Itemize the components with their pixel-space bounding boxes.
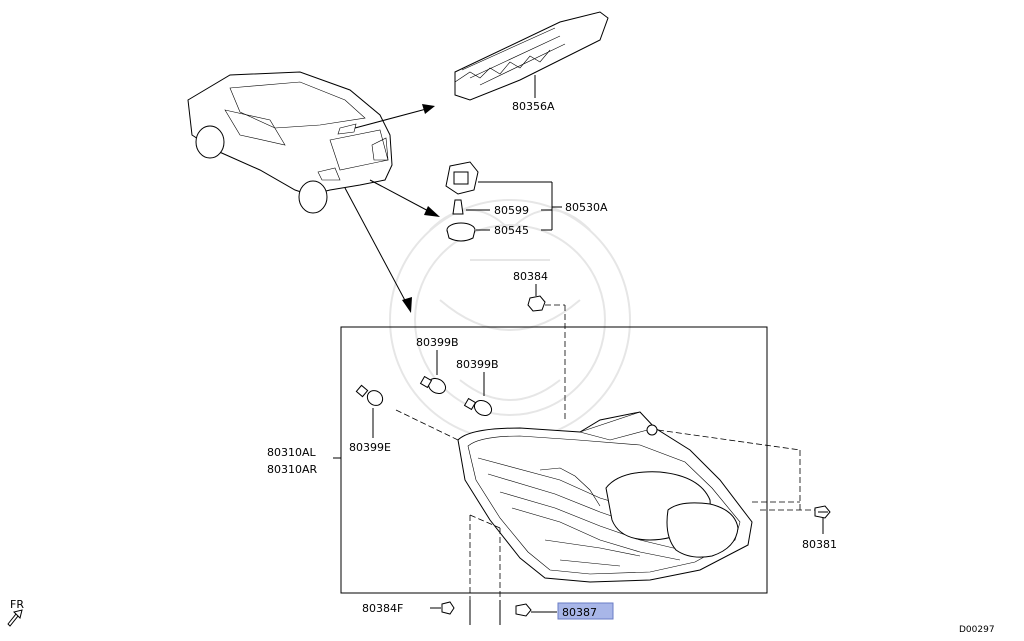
label-80399e: 80399E	[349, 441, 391, 454]
label-80384f: 80384F	[362, 602, 403, 615]
label-80530a: 80530A	[565, 201, 608, 214]
diagram-code: D00297	[959, 625, 995, 635]
label-80384: 80384	[513, 270, 548, 283]
packing-80545-part	[446, 222, 476, 242]
label-80381: 80381	[802, 538, 837, 551]
bulb-80599-part	[452, 199, 464, 215]
label-80399b-1: 80399B	[416, 336, 459, 349]
lamp-assembly-frame	[340, 326, 768, 594]
highlight-80387	[557, 602, 614, 620]
high-stop-lamp-part	[454, 11, 609, 101]
nut-80384-part	[527, 295, 546, 312]
label-80310al: 80310AL	[267, 446, 317, 459]
label-80545: 80545	[494, 224, 529, 237]
bulb-80399b-2-part	[463, 397, 493, 417]
pointer-arrows	[344, 104, 440, 313]
bulb-80399e-part	[355, 384, 384, 406]
front-direction-arrow-icon	[7, 609, 23, 627]
label-80356a: 80356A	[512, 100, 555, 113]
label-80599: 80599	[494, 204, 529, 217]
screw-80381-part	[814, 505, 831, 519]
vehicle-illustration	[187, 71, 393, 214]
label-80387: 80387	[562, 606, 597, 619]
tail-lamp-body	[457, 411, 753, 583]
label-fr: FR	[10, 598, 24, 611]
label-80310ar: 80310AR	[267, 463, 318, 476]
label-80399b-2: 80399B	[456, 358, 499, 371]
clip-80384f-part	[441, 601, 455, 615]
nut-80387-part	[515, 603, 532, 617]
socket-part	[445, 161, 479, 195]
bulb-80399b-1-part	[419, 375, 447, 395]
